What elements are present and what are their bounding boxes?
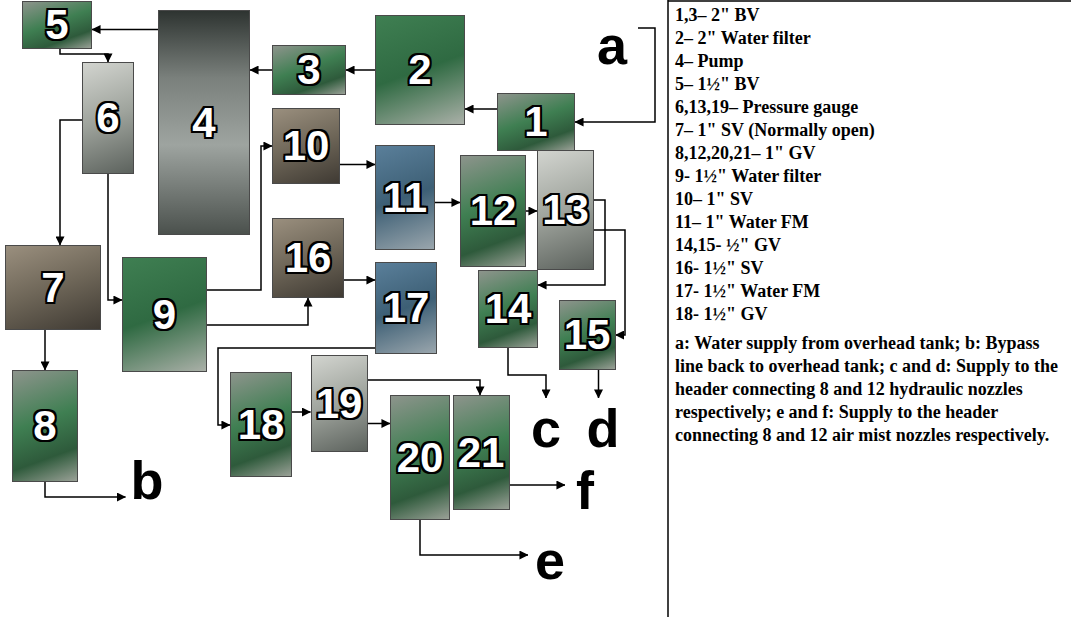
pipe-arrow <box>45 482 126 497</box>
pipe-arrow <box>465 108 497 110</box>
component-photo: 19 <box>311 355 368 452</box>
component-photo: 17 <box>375 262 437 354</box>
component-photo: 7 <box>5 245 101 330</box>
callout-number: 2 <box>408 49 431 91</box>
stream-letter-text: e <box>535 533 565 587</box>
legend-entry: 7– 1" SV (Normally open) <box>675 119 1065 142</box>
pipe-arrow <box>344 279 375 281</box>
legend-entry: 16- 1½" SV <box>675 257 1065 280</box>
callout-number: 21 <box>458 432 505 474</box>
legend-entry: 11– 1" Water FM <box>675 211 1065 234</box>
callout-number: 7 <box>41 267 64 309</box>
stream-letter-text: f <box>576 463 594 517</box>
stream-letter: d <box>582 398 625 458</box>
pipe-arrow <box>598 370 600 398</box>
pipe-arrow <box>250 69 272 71</box>
stream-letter-text: b <box>131 453 164 507</box>
stream-letter: f <box>565 460 605 520</box>
pipe-arrow <box>92 29 158 31</box>
callout-number: 4 <box>192 102 215 144</box>
legend-panel: 1,3– 2" BV2– 2" Water filter4– Pump5– 1½… <box>675 4 1065 447</box>
callout-number: 18 <box>238 404 285 446</box>
legend-entry: 4– Pump <box>675 50 1065 73</box>
legend-entry: 10– 1" SV <box>675 188 1065 211</box>
legend-entry: 17- 1½" Water FM <box>675 280 1065 303</box>
callout-number: 11 <box>383 177 427 219</box>
frame-line <box>668 0 1071 2</box>
pipe-arrow <box>526 210 537 212</box>
pipe-arrow <box>340 164 375 166</box>
component-photo: 21 <box>453 395 510 510</box>
component-photo: 20 <box>390 395 450 520</box>
component-photo: 6 <box>82 62 134 174</box>
callout-number: 17 <box>383 287 430 329</box>
callout-number: 19 <box>316 383 363 425</box>
legend-entry: 5– 1½" BV <box>675 73 1065 96</box>
component-photo: 18 <box>230 372 292 477</box>
callout-number: 15 <box>564 314 611 356</box>
stream-letter-text: c <box>531 401 561 455</box>
stream-letter: a <box>586 14 638 76</box>
legend-entry: 2– 2" Water filter <box>675 27 1065 50</box>
component-photo: 1 <box>497 93 575 151</box>
component-photo: 5 <box>22 1 92 49</box>
stream-letter-text: a <box>597 18 627 72</box>
callout-number: 16 <box>285 237 332 279</box>
frame-line <box>667 0 669 617</box>
component-photo: 15 <box>559 300 616 370</box>
component-photo: 3 <box>272 45 346 95</box>
callout-number: 12 <box>470 190 517 232</box>
component-photo: 9 <box>122 257 207 372</box>
component-photo: 11 <box>375 145 435 250</box>
pipe-arrow <box>368 423 391 425</box>
component-photo: 16 <box>272 218 344 298</box>
legend-entry: 18- 1½" GV <box>675 303 1065 326</box>
callout-number: 9 <box>153 294 176 336</box>
callout-number: 1 <box>524 101 547 143</box>
pipe-arrow <box>207 298 308 325</box>
legend-entry: 14,15- ½" GV <box>675 234 1065 257</box>
callout-number: 5 <box>45 4 68 46</box>
component-photo: 10 <box>272 108 340 184</box>
legend-entry: 8,12,20,21– 1" GV <box>675 142 1065 165</box>
callout-number: 8 <box>33 405 56 447</box>
component-photo: 4 <box>158 10 250 235</box>
component-photo: 14 <box>478 270 538 348</box>
pipe-arrow <box>420 520 528 555</box>
pipe-arrow <box>44 330 46 370</box>
stream-letter: e <box>528 530 572 590</box>
pipe-arrow <box>108 174 122 300</box>
stream-letter: b <box>126 450 169 510</box>
callout-number: 3 <box>297 49 320 91</box>
stream-letter-text: d <box>587 401 620 455</box>
callout-number: 13 <box>542 189 589 231</box>
callout-number: 6 <box>96 97 119 139</box>
callout-number: 20 <box>397 437 444 479</box>
legend-note: a: Water supply from overhead tank; b: B… <box>675 332 1065 447</box>
legend-entry: 9- 1½" Water filter <box>675 165 1065 188</box>
component-photo: 8 <box>12 370 78 482</box>
callout-number: 14 <box>485 288 532 330</box>
pipe-arrow <box>510 484 566 486</box>
pipe-arrow <box>346 69 375 71</box>
pipe-arrow <box>292 411 311 413</box>
callout-number: 10 <box>283 125 330 167</box>
component-photo: 12 <box>460 155 526 267</box>
pipe-arrow <box>508 348 546 398</box>
legend-entry: 6,13,19– Pressure gauge <box>675 96 1065 119</box>
pipe-arrow <box>60 49 108 62</box>
pipe-arrow <box>368 380 481 395</box>
pipe-arrow <box>60 120 82 245</box>
component-photo: 13 <box>537 150 594 270</box>
pipe-arrow <box>435 202 460 204</box>
stream-letter: c <box>526 398 567 458</box>
legend-entry: 1,3– 2" BV <box>675 4 1065 27</box>
component-photo: 2 <box>375 15 465 125</box>
